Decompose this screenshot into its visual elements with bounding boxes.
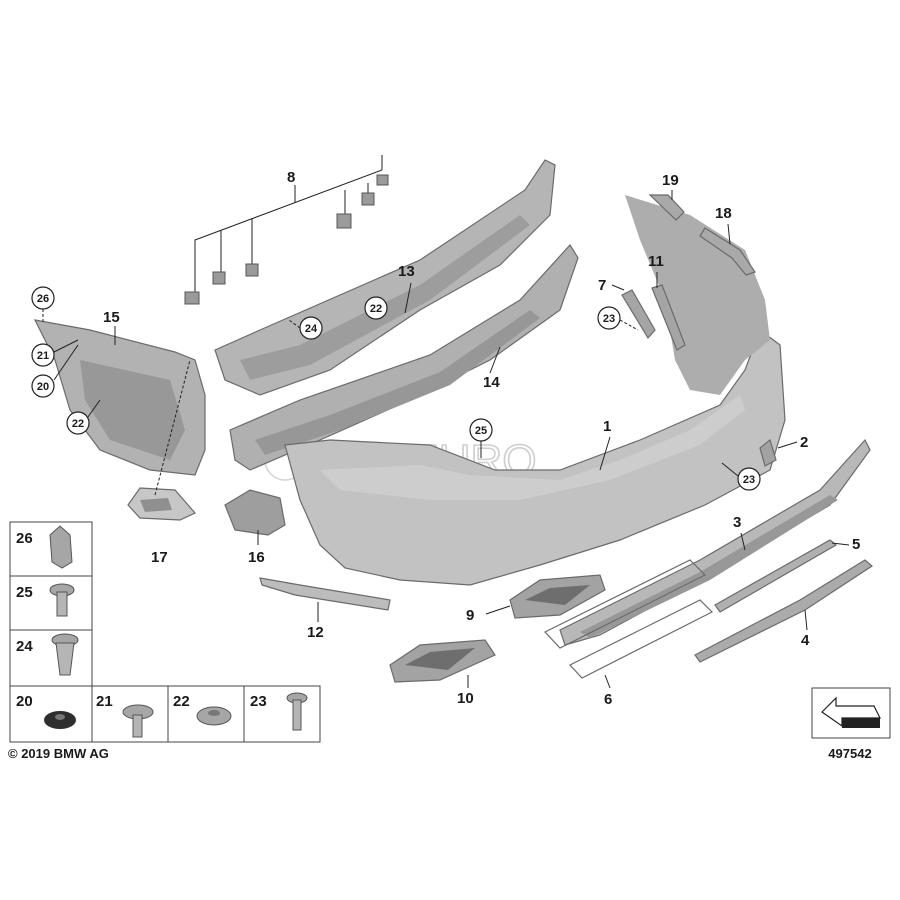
label-8[interactable]: 8 xyxy=(287,169,295,186)
bolt-icon xyxy=(49,583,75,617)
legend-label-21: 21 xyxy=(96,693,113,710)
part-12-reflector-strip[interactable] xyxy=(259,577,391,611)
label-5[interactable]: 5 xyxy=(852,536,860,553)
legend-label-23: 23 xyxy=(250,693,267,710)
legend-label-24: 24 xyxy=(16,638,33,655)
label-1[interactable]: 1 xyxy=(603,418,611,435)
collar-screw-icon xyxy=(122,704,154,738)
copyright-text: © 2019 BMW AG xyxy=(8,746,109,761)
fastener-legend: 26 25 24 20 21 xyxy=(9,521,321,743)
part-4-trim-strip[interactable] xyxy=(694,559,873,663)
rubber-washer-icon xyxy=(44,711,76,729)
callout-23-lower-text: 23 xyxy=(743,474,755,486)
callout-25[interactable]: 25 xyxy=(469,418,493,442)
part-17-reflector-holder[interactable] xyxy=(127,487,196,521)
legend-label-22: 22 xyxy=(173,693,190,710)
label-17[interactable]: 17 xyxy=(151,549,168,566)
label-2[interactable]: 2 xyxy=(800,434,808,451)
part-8-clips[interactable] xyxy=(184,155,389,305)
legend-item-23[interactable]: 23 xyxy=(250,692,308,731)
part-10-exhaust-tip[interactable] xyxy=(389,639,496,683)
label-12[interactable]: 12 xyxy=(307,624,324,641)
callout-20-text: 20 xyxy=(37,381,49,393)
callout-26-text: 26 xyxy=(37,293,49,305)
part-6-frame[interactable] xyxy=(544,559,714,679)
label-13[interactable]: 13 xyxy=(398,263,415,280)
label-15[interactable]: 15 xyxy=(103,309,120,326)
part-2-reflector[interactable] xyxy=(759,438,777,467)
label-16[interactable]: 16 xyxy=(248,549,265,566)
callout-23-upper[interactable]: 23 xyxy=(597,306,621,330)
screw-icon xyxy=(286,692,308,731)
legend-item-25[interactable]: 25 xyxy=(16,583,75,617)
legend-item-20[interactable]: 20 xyxy=(16,693,76,729)
label-10[interactable]: 10 xyxy=(457,690,474,707)
callout-21[interactable]: 21 xyxy=(31,343,55,367)
legend-item-21[interactable]: 21 xyxy=(96,693,154,738)
callout-23-upper-text: 23 xyxy=(603,313,615,325)
nut-clip-icon xyxy=(49,525,73,569)
part-18-trim[interactable] xyxy=(699,227,756,276)
part-9-exhaust-tip[interactable] xyxy=(509,574,606,619)
part-7-bracket[interactable] xyxy=(621,289,656,340)
part-19-trim[interactable] xyxy=(648,194,685,221)
part-1-bumper-cover[interactable] xyxy=(284,195,786,586)
legend-item-26[interactable]: 26 xyxy=(16,525,73,569)
part-13-upper-carrier[interactable] xyxy=(214,159,556,396)
label-11[interactable]: 11 xyxy=(648,253,664,270)
label-14[interactable]: 14 xyxy=(483,374,500,391)
label-6[interactable]: 6 xyxy=(604,691,612,708)
callout-20[interactable]: 20 xyxy=(31,374,55,398)
callout-22-top-text: 22 xyxy=(370,303,382,315)
legend-label-20: 20 xyxy=(16,693,33,710)
callout-22-left[interactable]: 22 xyxy=(66,411,90,435)
callout-23-lower[interactable]: 23 xyxy=(737,467,761,491)
callout-22-left-text: 22 xyxy=(72,418,84,430)
part-11-bracket[interactable] xyxy=(651,284,686,351)
callout-24-text: 24 xyxy=(305,323,318,335)
expansion-rivet-icon xyxy=(51,633,79,676)
part-5-trim-strip[interactable] xyxy=(714,539,838,613)
label-19[interactable]: 19 xyxy=(662,172,679,189)
legend-label-26: 26 xyxy=(16,530,33,547)
legend-label-25: 25 xyxy=(16,584,33,601)
label-18[interactable]: 18 xyxy=(715,205,732,222)
callout-25-text: 25 xyxy=(475,425,487,437)
part-15-side-bracket[interactable] xyxy=(33,319,206,476)
orientation-arrow-icon xyxy=(811,687,891,739)
legend-item-24[interactable]: 24 xyxy=(16,633,79,676)
label-4[interactable]: 4 xyxy=(801,632,810,649)
diagram-number: 497542 xyxy=(828,746,871,761)
part-16-guide[interactable] xyxy=(224,489,286,536)
callout-24[interactable]: 24 xyxy=(299,316,323,340)
label-9[interactable]: 9 xyxy=(466,607,474,624)
part-3-diffuser[interactable] xyxy=(559,438,871,646)
part-14-lower-carrier[interactable] xyxy=(229,244,579,471)
label-3[interactable]: 3 xyxy=(733,514,741,531)
callout-26[interactable]: 26 xyxy=(31,286,55,310)
callout-22-top[interactable]: 22 xyxy=(364,296,388,320)
hex-nut-icon xyxy=(196,706,232,726)
label-7[interactable]: 7 xyxy=(598,277,606,294)
callout-21-text: 21 xyxy=(37,350,49,362)
legend-item-22[interactable]: 22 xyxy=(173,693,232,726)
